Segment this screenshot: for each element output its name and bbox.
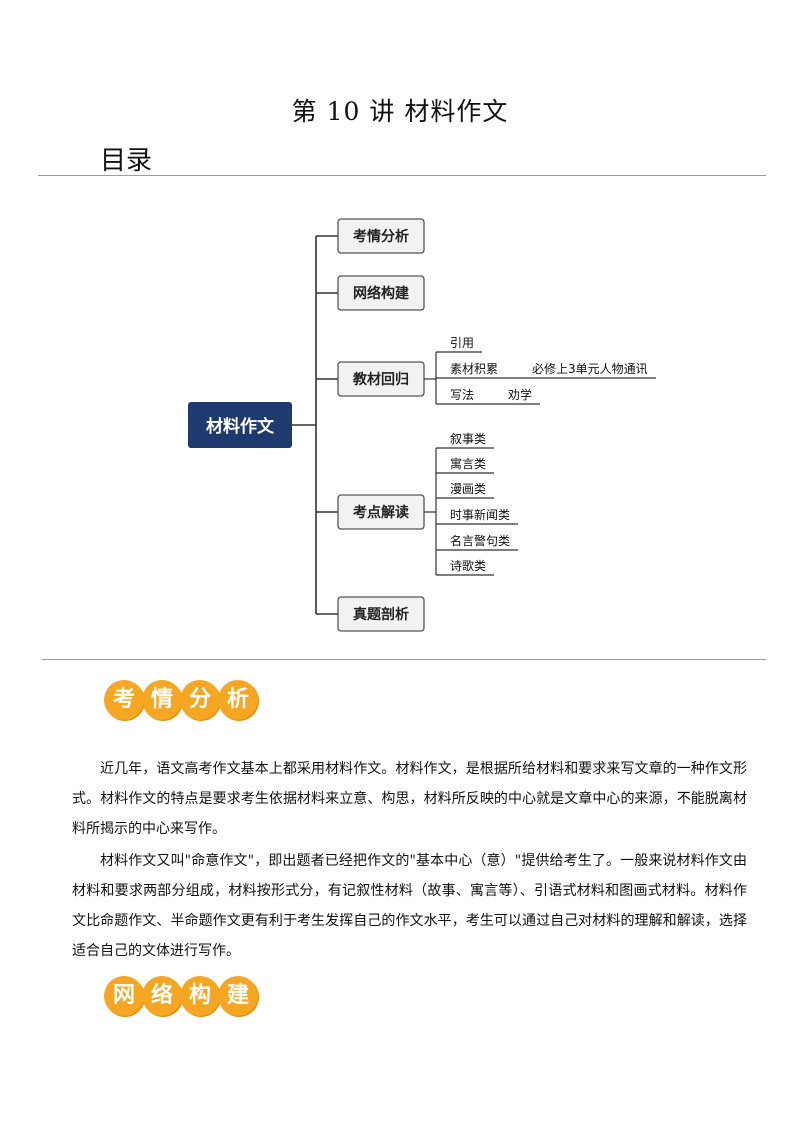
divider-bottom — [42, 659, 766, 660]
mm-branch-kaoqing: 考情分析 — [337, 218, 425, 254]
divider-top — [38, 175, 766, 176]
mm-leaf-note: 劝学 — [508, 387, 532, 402]
mm-leaf: 引用 — [450, 336, 474, 350]
mm-branch-label: 真题剖析 — [353, 606, 409, 623]
mm-root-node — [188, 402, 292, 448]
badge-char: 析 — [218, 680, 258, 720]
toc-heading: 目录 — [100, 146, 153, 176]
mm-branch-label: 考点解读 — [353, 504, 409, 521]
mm-leaf: 时事新闻类 — [450, 507, 510, 522]
mm-leaf: 诗歌类 — [450, 558, 486, 573]
badge-char: 建 — [218, 976, 258, 1016]
badge-char: 构 — [180, 976, 220, 1016]
mm-leaf: 漫画类 — [450, 482, 486, 496]
mind-map: 材料作文 考情分析 网络构建 教材回归 考点解读 真题剖析 引用 素材积累 写法… — [188, 218, 656, 632]
mm-branch-label: 网络构建 — [353, 285, 409, 302]
mm-leaf: 素材积累 — [450, 362, 498, 376]
badge-char: 考 — [104, 680, 144, 720]
mm-root-label: 材料作文 — [206, 416, 275, 437]
mm-branch-jiaocai: 教材回归 — [337, 361, 425, 397]
mm-leaf-note: 必修上3单元人物通讯 — [532, 361, 648, 376]
badge-char: 网 — [104, 976, 144, 1016]
badge-char: 情 — [142, 680, 182, 720]
paragraph: 近几年，语文高考作文基本上都采用材料作文。材料作文，是根据所给材料和要求来写文章… — [72, 761, 747, 837]
mm-leaf: 寓言类 — [450, 456, 486, 471]
mm-leaf: 写法 — [450, 388, 474, 402]
mm-branch-wangluo: 网络构建 — [337, 275, 425, 311]
badge-char: 分 — [180, 680, 220, 720]
mm-branch-zhenti: 真题剖析 — [337, 596, 425, 632]
mm-leaf: 名言警句类 — [450, 533, 510, 548]
page-title: 第 10 讲 材料作文 — [291, 97, 509, 126]
mm-branch-label: 教材回归 — [353, 371, 409, 388]
mm-branch-label: 考情分析 — [353, 228, 409, 245]
mm-leaf: 叙事类 — [450, 432, 486, 446]
mm-branch-kaodian: 考点解读 — [337, 494, 425, 530]
paragraph: 材料作文又叫"命意作文"，即出题者已经把作文的"基本中心（意）"提供给考生了。一… — [72, 853, 747, 959]
badge-char: 络 — [142, 976, 182, 1016]
